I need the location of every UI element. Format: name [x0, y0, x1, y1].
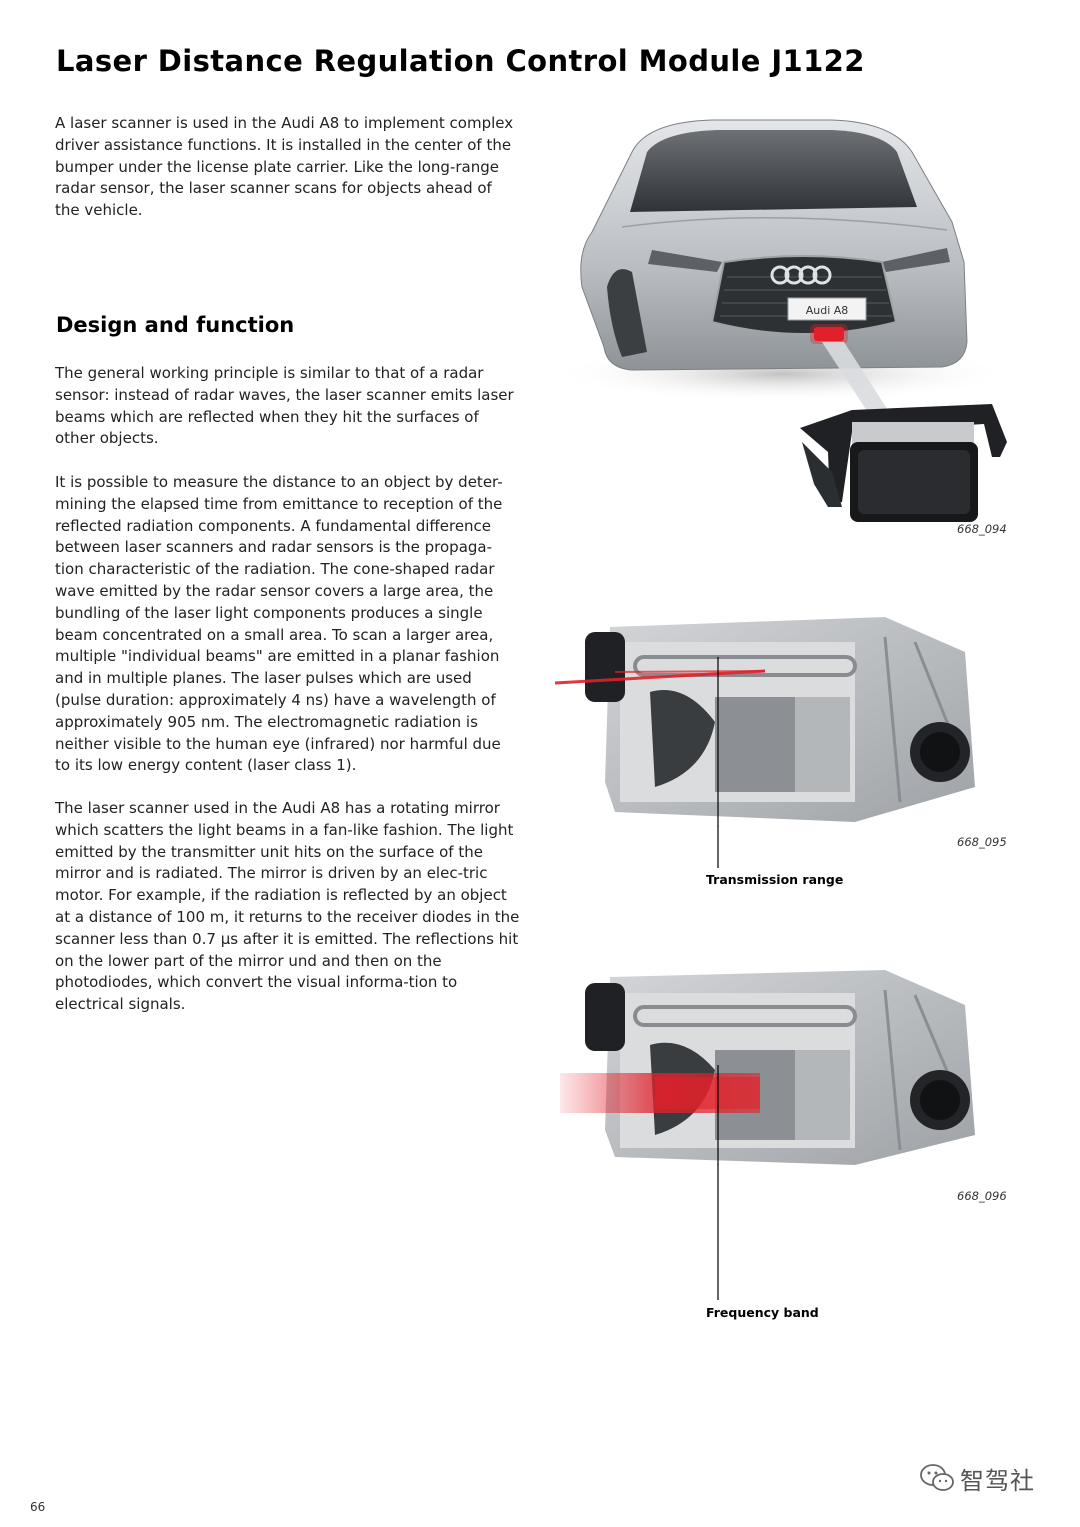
figure-transmission-range [554, 612, 1005, 827]
page-number: 66 [30, 1500, 46, 1514]
callout-line-frequency [717, 1164, 719, 1300]
license-plate-text: Audi A8 [806, 304, 849, 317]
body-paragraph-2: It is possible to measure the distance t… [55, 473, 503, 775]
watermark: 智驾社 [920, 1458, 1055, 1498]
watermark-text: 智驾社 [960, 1466, 1035, 1495]
body-paragraph-3: The laser scanner used in the Audi A8 ha… [55, 799, 520, 1014]
wechat-icon [920, 1464, 954, 1491]
figure-number-3: 668_096 [957, 1189, 1007, 1203]
callout-frequency-band: Frequency band [706, 1305, 819, 1320]
body-paragraph-1: The general working principle is similar… [55, 364, 514, 448]
figure-car-laser-scanner: Audi A8 [552, 112, 1012, 532]
callout-line-transmission [717, 826, 719, 868]
figure-number-1: 668_094 [957, 522, 1007, 536]
figure-number-2: 668_095 [957, 835, 1007, 849]
intro-paragraph: A laser scanner is used in the Audi A8 t… [55, 114, 514, 220]
scanner-cutaway-transmission [554, 617, 975, 827]
callout-transmission-range: Transmission range [706, 872, 844, 887]
car-illustration: Audi A8 [552, 119, 1012, 522]
scanner-module-illustration [800, 404, 1007, 522]
scanner-cutaway-frequency [560, 970, 975, 1165]
figure-frequency-band [560, 965, 1005, 1165]
page-title: Laser Distance Regulation Control Module… [56, 44, 865, 78]
section-heading: Design and function [56, 313, 295, 337]
